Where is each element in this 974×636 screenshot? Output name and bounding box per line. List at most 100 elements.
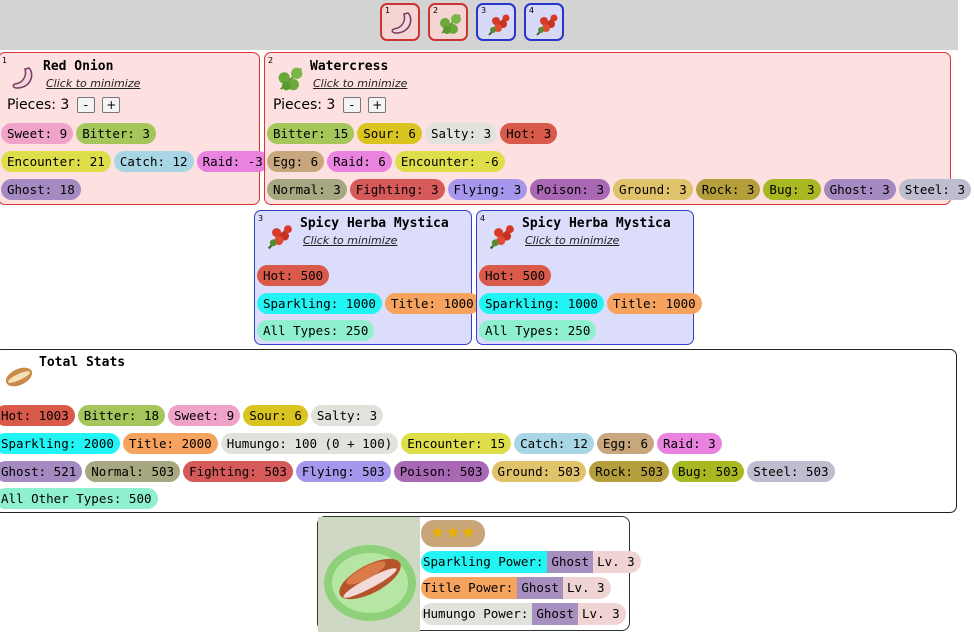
stat-chip: Rock: 503 bbox=[589, 461, 670, 482]
card-number: 1 bbox=[2, 56, 8, 65]
ingredient-card-red-onion: 1 Red Onion Click to minimize Pieces: 3 … bbox=[0, 52, 269, 205]
stat-chip: Flying: 503 bbox=[295, 461, 391, 482]
stat-chip: Hot: 1003 bbox=[0, 405, 75, 426]
stat-chip: Ground: 503 bbox=[491, 461, 587, 482]
stat-chip: Ghost: 3 bbox=[823, 179, 896, 200]
stat-chip: Steel: 503 bbox=[747, 461, 835, 482]
stat-chip: Normal: 503 bbox=[85, 461, 181, 482]
stat-chip: Raid: -3 bbox=[196, 151, 269, 172]
stat-chip: Encounter: 15 bbox=[401, 433, 512, 454]
power-name: Humungo Power: bbox=[421, 603, 533, 625]
watercress-icon bbox=[278, 67, 303, 91]
stat-chip: Sparkling: 1000 bbox=[479, 293, 604, 314]
red-onion-icon bbox=[391, 12, 412, 34]
power-type: Ghost bbox=[547, 551, 594, 573]
stat-chip: Ghost: 521 bbox=[0, 461, 83, 482]
power-type: Ghost bbox=[532, 603, 578, 625]
stat-chip: Sour: 6 bbox=[243, 405, 308, 426]
stat-chip: Egg: 6 bbox=[596, 433, 654, 454]
stat-chip: Bug: 3 bbox=[763, 179, 821, 200]
slot-number: 3 bbox=[481, 6, 487, 15]
card-number: 4 bbox=[480, 214, 486, 223]
pieces-label: Pieces: bbox=[7, 97, 56, 113]
stat-chip: Sweet: 9 bbox=[168, 405, 241, 426]
chip-row: All Other Types: 500 bbox=[0, 488, 161, 509]
stat-chip: All Other Types: 500 bbox=[0, 488, 158, 509]
stat-chip: Ground: 3 bbox=[613, 179, 693, 200]
stat-chip: Title: 2000 bbox=[122, 433, 218, 454]
minimize-link[interactable]: Click to minimize bbox=[46, 77, 141, 90]
stat-chip: Encounter: 21 bbox=[1, 151, 111, 172]
minimize-link[interactable]: Click to minimize bbox=[313, 77, 408, 90]
sandwich-image bbox=[318, 517, 420, 632]
stat-chip: Steel: 3 bbox=[898, 179, 972, 200]
pieces-value: 3 bbox=[60, 97, 70, 113]
card-title: Spicy Herba Mystica bbox=[300, 216, 449, 231]
card-number: 3 bbox=[258, 214, 264, 223]
slot-3[interactable]: 3 bbox=[476, 3, 516, 41]
decrease-button[interactable]: - bbox=[342, 97, 361, 113]
stat-chip: Poison: 503 bbox=[393, 461, 489, 482]
stat-chip: Sweet: 9 bbox=[1, 123, 74, 144]
increase-button[interactable]: + bbox=[368, 97, 387, 113]
minimize-link[interactable]: Click to minimize bbox=[303, 234, 398, 247]
stat-chip: Hot: 500 bbox=[479, 265, 552, 286]
stat-chip: Poison: 3 bbox=[530, 179, 610, 200]
card-title: Watercress bbox=[310, 59, 389, 74]
increase-button[interactable]: + bbox=[102, 97, 121, 113]
slot-2[interactable]: 2 bbox=[428, 3, 468, 41]
stat-chip: All Types: 250 bbox=[479, 320, 597, 341]
stat-chip: Raid: 3 bbox=[657, 433, 722, 454]
stat-chip: Humungo: 100 (0 + 100) bbox=[220, 433, 399, 454]
stat-chip: Title: 1000 bbox=[384, 293, 480, 314]
power-level: Lv. 3 bbox=[578, 603, 626, 625]
stat-chip: All Types: 250 bbox=[257, 320, 375, 341]
slot-4[interactable]: 4 bbox=[524, 3, 564, 41]
spicy-herba-mystica-icon bbox=[488, 14, 510, 36]
stat-chip: Bitter: 15 bbox=[267, 123, 355, 144]
stat-chip: Raid: 6 bbox=[327, 151, 392, 172]
stat-chip: Title: 1000 bbox=[606, 293, 702, 314]
spicy-herba-mystica-icon bbox=[536, 14, 558, 36]
stat-chip: Fighting: 3 bbox=[349, 179, 445, 200]
stat-chip: Sparkling: 2000 bbox=[0, 433, 120, 454]
stat-chip: Bitter: 3 bbox=[76, 123, 156, 144]
star-rating: ★★★ bbox=[421, 520, 485, 547]
slot-1[interactable]: 1 bbox=[380, 3, 420, 41]
power-level: Lv. 3 bbox=[593, 551, 641, 573]
stat-chip: Normal: 3 bbox=[267, 179, 347, 200]
red-onion-icon bbox=[12, 67, 33, 89]
watercress-icon bbox=[440, 14, 461, 34]
minimize-link[interactable]: Click to minimize bbox=[525, 234, 620, 247]
stat-chip: Catch: 12 bbox=[514, 433, 594, 454]
chip-row: Hot: 500 bbox=[257, 265, 332, 286]
chip-row: All Types: 250 bbox=[479, 320, 599, 341]
stat-chip: Egg: 6 bbox=[267, 151, 325, 172]
stat-chip: Fighting: 503 bbox=[183, 461, 293, 482]
decrease-button[interactable]: - bbox=[76, 97, 95, 113]
power-level: Lv. 3 bbox=[562, 577, 611, 599]
stat-chip: Salty: 3 bbox=[424, 123, 498, 144]
stat-chip: Flying: 3 bbox=[447, 179, 528, 200]
pieces-control: Pieces: 3 - + bbox=[7, 97, 121, 113]
ingredient-card-spicy-herba-mystica-1: 3 Spicy Herba Mystica Click to minimize … bbox=[254, 210, 480, 345]
pieces-value: 3 bbox=[326, 97, 336, 113]
chip-row: Ghost: 18 bbox=[1, 179, 84, 200]
stat-chip: Hot: 3 bbox=[500, 123, 558, 144]
stat-chip: Sparkling: 1000 bbox=[257, 293, 382, 314]
